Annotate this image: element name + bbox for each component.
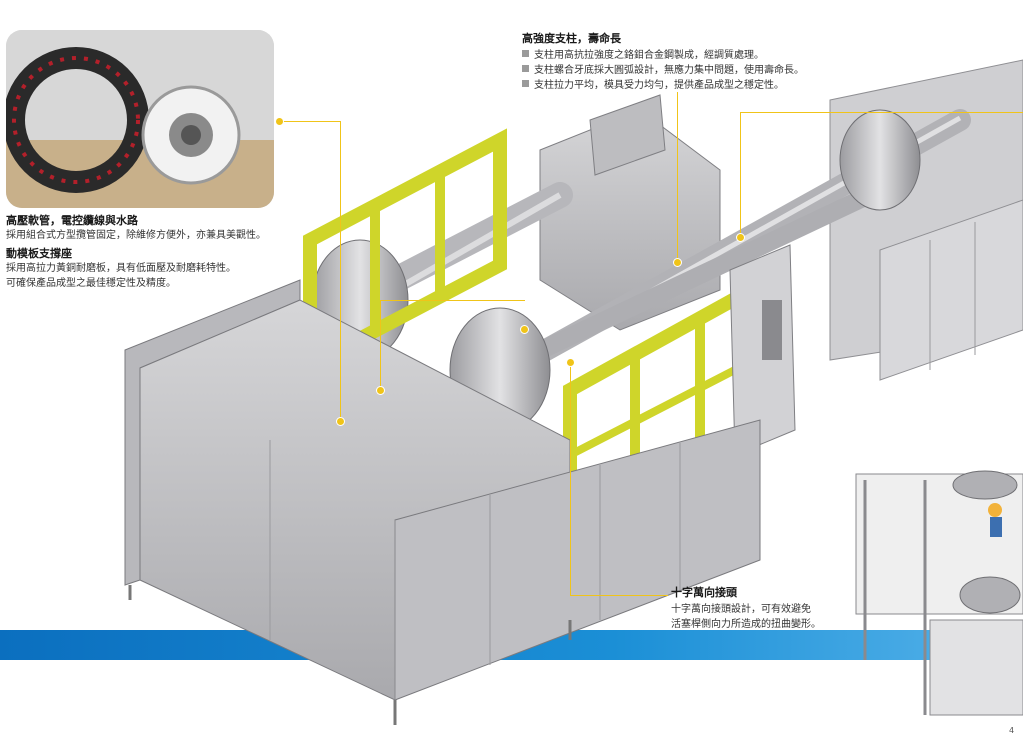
callout-joint-title: 十字萬向接頭 [671,586,737,599]
leader-dot [275,117,284,126]
leader-dot [520,325,529,334]
callout-joint-line: 十字萬向接頭設計，可有效避免 [671,604,811,615]
callout-hose-title: 高壓軟管，電控纜線與水路 [6,214,138,227]
leader-dot [566,358,575,367]
leader-line-hose [278,121,340,122]
callout-joint: 十字萬向接頭 十字萬向接頭設計，可有效避免 活塞桿側向力所造成的扭曲變形。 [671,584,821,632]
leader-dot [673,258,682,267]
leader-line-joint [570,362,571,595]
callout-platen-support: 動模板支撐座 採用高拉力黃銅耐磨板，具有低面壓及耐磨耗特性。 可確保產品成型之最… [6,245,236,291]
page-number: 4 [1009,726,1015,735]
callout-hose-text: 採用組合式方型攬管固定，除維修方便外，亦兼具美觀性。 [6,230,266,241]
leader-line-platen [380,300,525,301]
callout-tie-bar-title: 高強度支柱，壽命長 [522,32,621,45]
callout-tie-bar: 高強度支柱，壽命長 支柱用高抗拉強度之鉻鉬合金鋼製成，經調質處理。 支柱螺合牙底… [522,30,804,93]
callout-tie-bar-list: 支柱用高抗拉強度之鉻鉬合金鋼製成，經調質處理。 支柱螺合牙底採大圓弧設計，無應力… [522,48,804,93]
square-bullet-icon [522,50,529,57]
leader-dot [736,233,745,242]
cable-chain-photo [6,30,274,208]
bullet-item: 支柱用高抗拉強度之鉻鉬合金鋼製成，經調質處理。 [522,48,804,63]
square-bullet-icon [522,80,529,87]
callout-hose: 高壓軟管，電控纜線與水路 採用組合式方型攬管固定，除維修方便外，亦兼具美觀性。 [6,212,266,243]
square-bullet-icon [522,65,529,72]
callout-joint-line: 活塞桿側向力所造成的扭曲變形。 [671,619,821,630]
leader-line-joint [570,595,668,596]
leader-line-right [740,112,1023,113]
leader-dot [376,386,385,395]
callout-platen-support-line: 採用高拉力黃銅耐磨板，具有低面壓及耐磨耗特性。 [6,263,236,274]
bullet-item: 支柱螺合牙底採大圓弧設計，無應力集中問題，使用壽命長。 [522,63,804,78]
leader-dot [336,417,345,426]
leader-line-hose [340,121,341,421]
bullet-item: 支柱拉力平均，模具受力均勻，提供產品成型之穩定性。 [522,78,804,93]
leader-line-tie-bar [677,92,678,262]
leader-line-right [740,112,741,237]
callout-platen-support-line: 可確保產品成型之最佳穩定性及精度。 [6,278,176,289]
leader-line-platen [380,300,381,390]
callout-platen-support-title: 動模板支撐座 [6,247,72,260]
